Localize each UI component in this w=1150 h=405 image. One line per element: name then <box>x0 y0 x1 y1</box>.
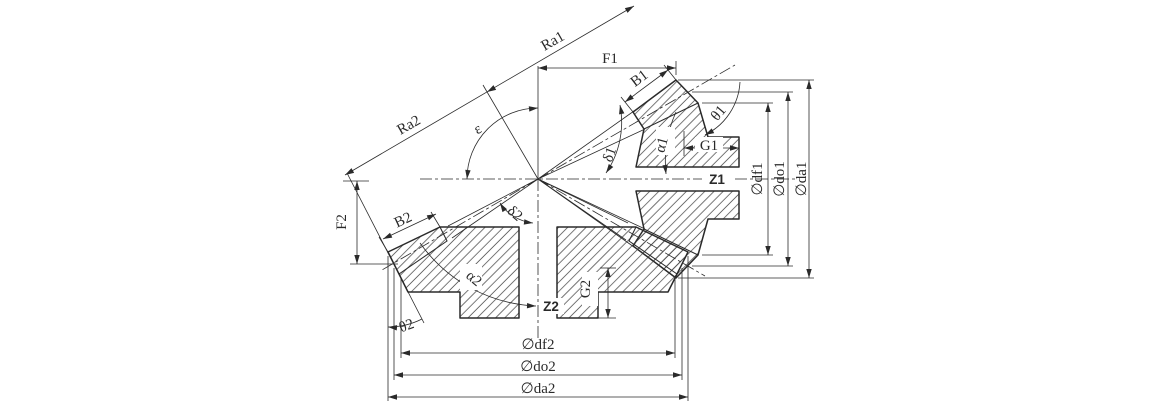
label-delta1: δ1 <box>600 145 620 164</box>
pitch-line-upper-right <box>537 64 736 180</box>
label-g1: G1 <box>700 138 718 154</box>
pitch-line-lower-right <box>537 178 706 277</box>
epsilon-arc <box>466 107 539 180</box>
label-b2: B2 <box>392 209 415 231</box>
label-theta1: θ1 <box>708 103 730 125</box>
label-g2: G2 <box>578 280 594 298</box>
apex-perpendicular-extension <box>482 84 539 180</box>
label-b1: B1 <box>628 67 652 90</box>
cone-generator-lines <box>447 110 646 248</box>
label-backgrounds <box>460 127 732 314</box>
label-df1: ∅df1 <box>750 162 766 195</box>
label-f2: F2 <box>334 214 350 230</box>
label-do2: ∅do2 <box>520 359 556 375</box>
label-da2: ∅da2 <box>521 381 556 397</box>
label-ra1: Ra1 <box>539 29 568 55</box>
dimension-lines <box>343 5 814 401</box>
label-ra2: Ra2 <box>395 113 424 139</box>
label-do1: ∅do1 <box>772 161 788 197</box>
label-z2: Z2 <box>543 299 559 314</box>
label-df2: ∅df2 <box>521 337 554 353</box>
center-lines <box>381 64 795 338</box>
label-theta2: θ2 <box>397 316 416 336</box>
pinion-root-line-lower <box>643 228 699 256</box>
gear2-face-extension <box>346 172 425 324</box>
label-alpha1: α1 <box>652 135 671 154</box>
label-epsilon: ε <box>471 121 484 138</box>
gear2-left-half <box>387 226 520 319</box>
label-f1: F1 <box>602 51 618 67</box>
b2-dimension-line <box>382 213 437 240</box>
pitch-line-lower-left <box>381 178 539 271</box>
pinion-root-line-upper <box>643 102 699 130</box>
gear2-root-line-left <box>398 226 448 275</box>
label-z1: Z1 <box>709 172 725 187</box>
label-delta2: δ2 <box>504 203 525 225</box>
gear2-root-line-right <box>628 226 678 275</box>
label-da1: ∅da1 <box>794 162 810 197</box>
